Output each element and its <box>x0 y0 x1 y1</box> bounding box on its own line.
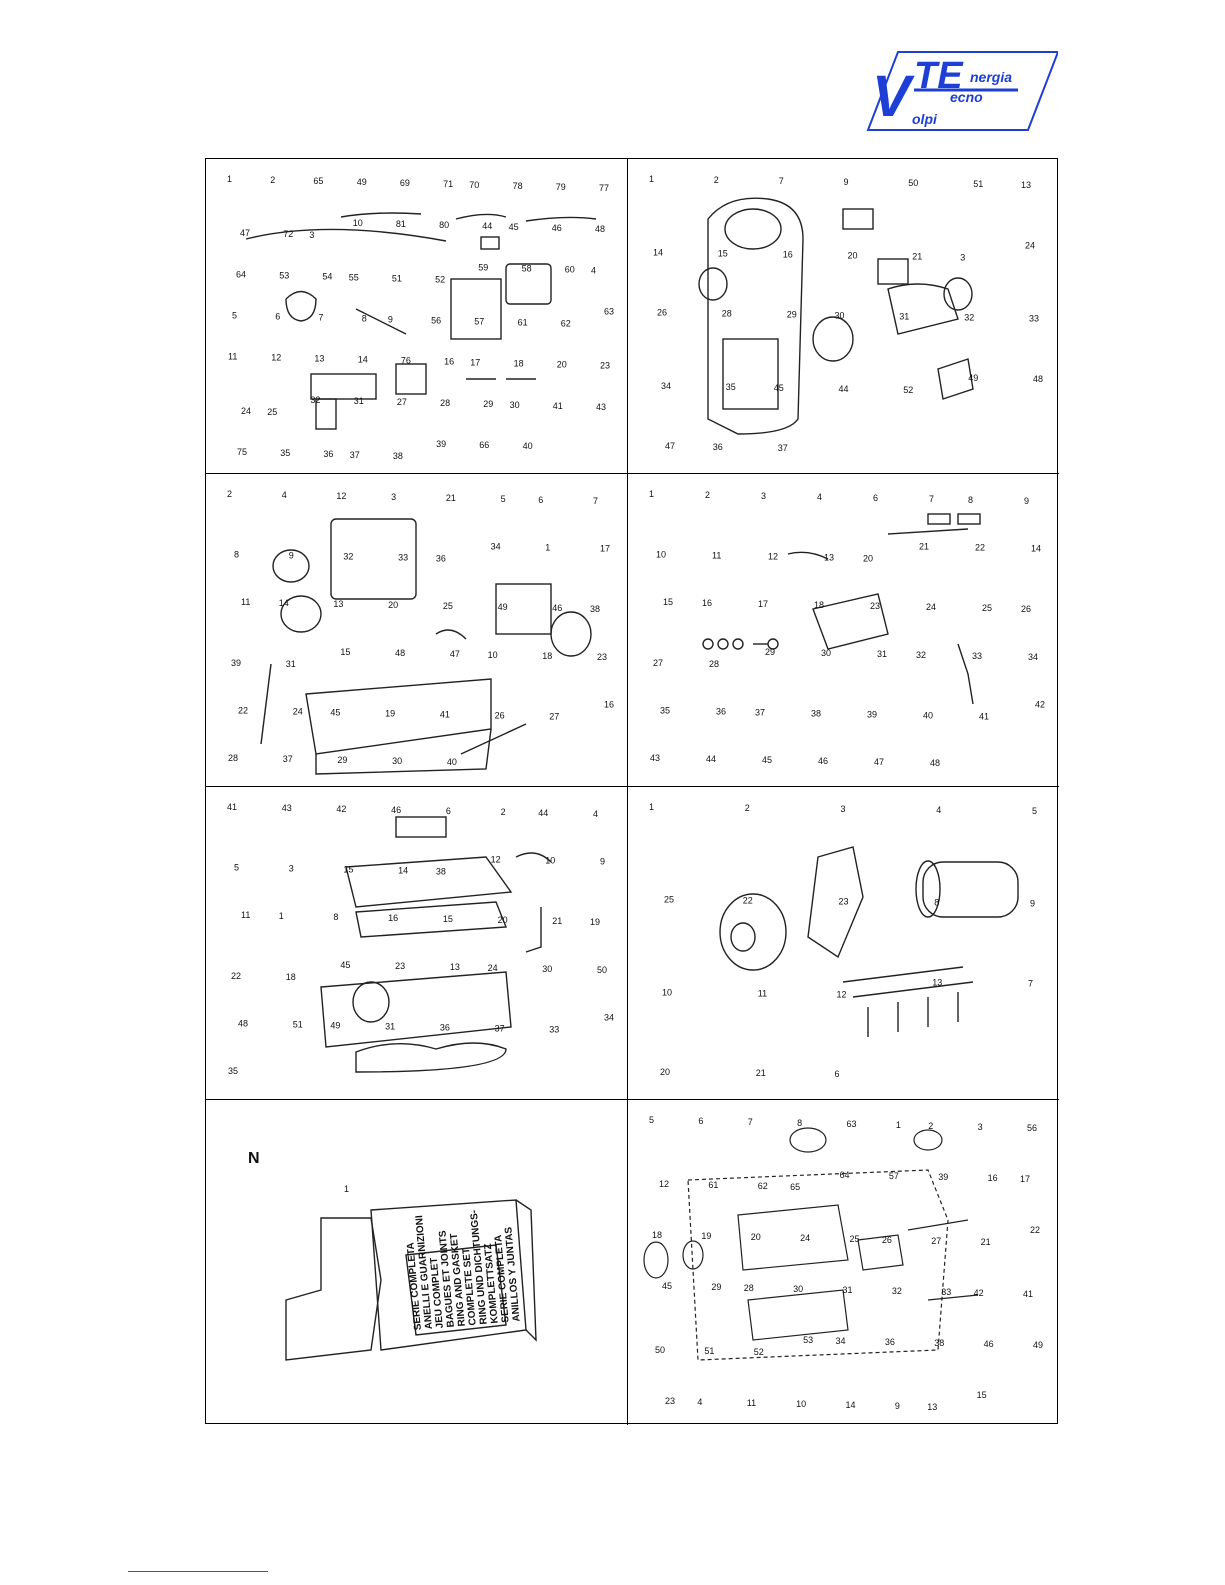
engine-assembly-drawing <box>643 1127 979 1361</box>
alternator-starter-drawing <box>719 846 1019 1037</box>
panel-fuel-system <box>206 159 628 474</box>
logo-v: V <box>872 64 915 129</box>
panel-heading-n: N <box>248 1150 260 1167</box>
panel-injection-pump-controls <box>628 474 1059 787</box>
panel-oil-pump-sump <box>206 474 628 787</box>
gasket-set-drawing: SERIE COMPLETA ANELLI E GUARNIZIONI JEU … <box>285 1184 537 1361</box>
vte-logo: V TE nergia ecno olpi <box>866 51 1058 131</box>
panel-alternator-starter <box>628 787 1059 1100</box>
gasket-label-1: 1 <box>344 1184 349 1194</box>
injection-pump-controls-drawing <box>702 513 981 705</box>
parts-diagram-grid: SERIE COMPLETA ANELLI E GUARNIZIONI JEU … <box>205 158 1059 1425</box>
cylinder-head-drawing <box>320 816 552 1073</box>
panel-timing-cover <box>628 159 1059 474</box>
logo-ecno: ecno <box>950 89 983 105</box>
package-label: SERIE COMPLETA ANELLI E GUARNIZIONI JEU … <box>405 1209 522 1330</box>
fuel-system-drawing <box>245 212 597 430</box>
panel-cylinder-head <box>206 787 628 1100</box>
panel-engine-assembly <box>628 1100 1059 1425</box>
footer-link-underline[interactable] <box>128 1571 268 1572</box>
panel-gasket-set: SERIE COMPLETA ANELLI E GUARNIZIONI JEU … <box>206 1100 628 1425</box>
timing-cover-drawing <box>698 197 974 435</box>
oil-pump-sump-drawing <box>260 518 592 775</box>
logo-nergia: nergia <box>970 69 1012 85</box>
logo-olpi: olpi <box>912 111 938 127</box>
